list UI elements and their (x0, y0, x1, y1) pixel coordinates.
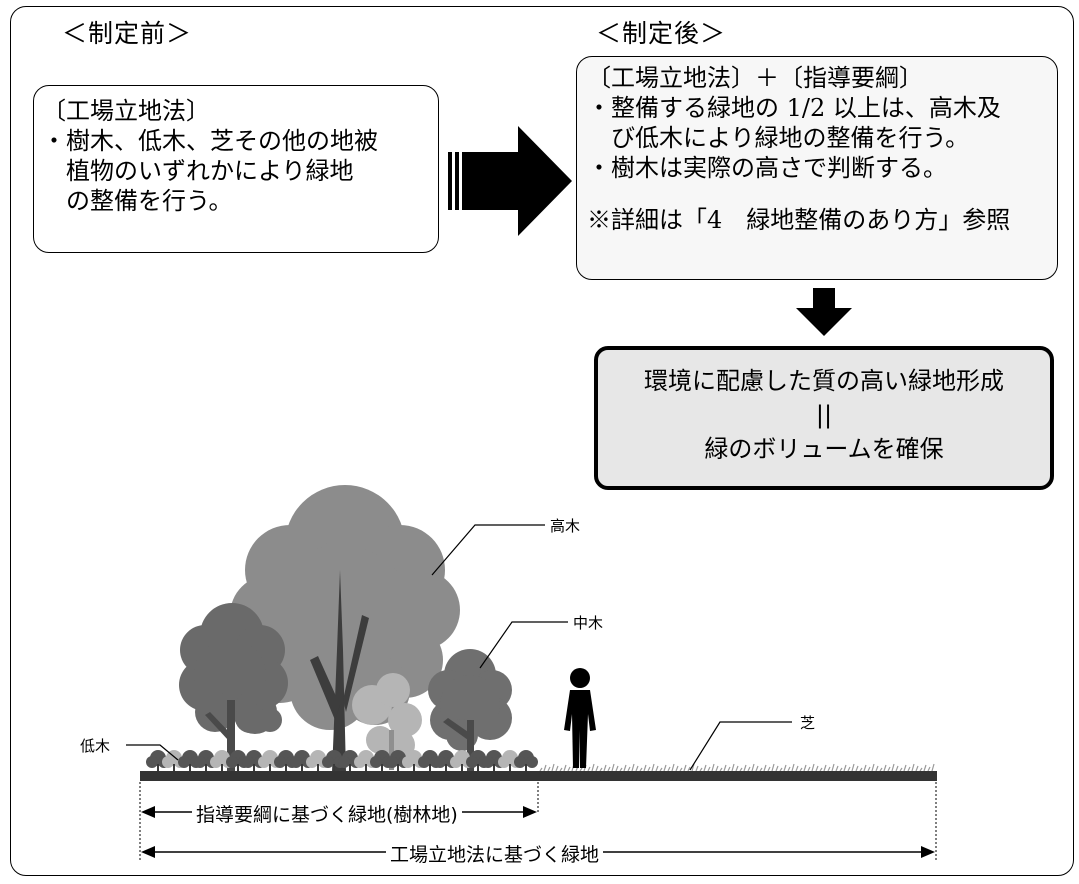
before-line-2: ・樹木、低木、芝その他の地被 (42, 127, 378, 155)
label-turf: 芝 (800, 714, 816, 732)
dimension-label-guideline: 指導要綱に基づく緑地(樹林地) (192, 800, 462, 827)
after-line-1: 〔工場立地法〕＋〔指導要綱〕 (587, 64, 923, 92)
down-arrow-icon (796, 288, 852, 336)
after-heading: ＜制定後＞ (596, 19, 727, 48)
after-line-2: ・整備する緑地の 1/2 以上は、高木及 (587, 94, 1001, 122)
low-shrub-row (146, 750, 538, 771)
after-box: 〔工場立地法〕＋〔指導要綱〕 ・整備する緑地の 1/2 以上は、高木及 び低木に… (576, 56, 1058, 280)
label-mid-tree: 中木 (573, 614, 604, 632)
after-line-5: ※詳細は「4 緑地整備のあり方」参照 (587, 206, 1011, 234)
result-line-1: 環境に配慮した質の高い緑地形成 (644, 367, 1004, 395)
result-box: 環境に配慮した質の高い緑地形成 || 緑のボリュームを確保 (594, 346, 1054, 490)
after-line-3: び低木により緑地の整備を行う。 (611, 124, 970, 152)
before-box: 〔工場立地法〕 ・樹木、低木、芝その他の地被 植物のいずれかにより緑地 の整備を… (33, 85, 439, 253)
outer-frame (10, 6, 1074, 876)
shrub-icon (514, 750, 538, 771)
label-leader-lines (126, 524, 792, 771)
result-line-2: || (815, 401, 833, 429)
before-line-3: 植物のいずれかにより緑地 (66, 157, 354, 185)
dimension-label-law: 工場立地法に基づく緑地 (386, 840, 604, 867)
result-line-3: 緑のボリュームを確保 (704, 435, 944, 463)
dimension-guides (139, 782, 937, 860)
after-line-4: ・樹木は実際の高さで判断する。 (587, 154, 947, 182)
mid-tree-right-icon (428, 649, 512, 772)
ground-bar (140, 771, 937, 781)
turf-icon (539, 763, 935, 772)
right-arrow-icon (448, 126, 572, 236)
label-tall-tree: 高木 (550, 517, 581, 535)
light-tree-icon (352, 673, 422, 770)
before-heading: ＜制定前＞ (62, 19, 193, 48)
mid-tree-left-icon (179, 603, 288, 772)
label-low-tree: 低木 (80, 737, 111, 755)
person-icon (564, 668, 596, 768)
before-line-4: の整備を行う。 (66, 187, 233, 215)
before-line-1: 〔工場立地法〕 (42, 97, 210, 125)
